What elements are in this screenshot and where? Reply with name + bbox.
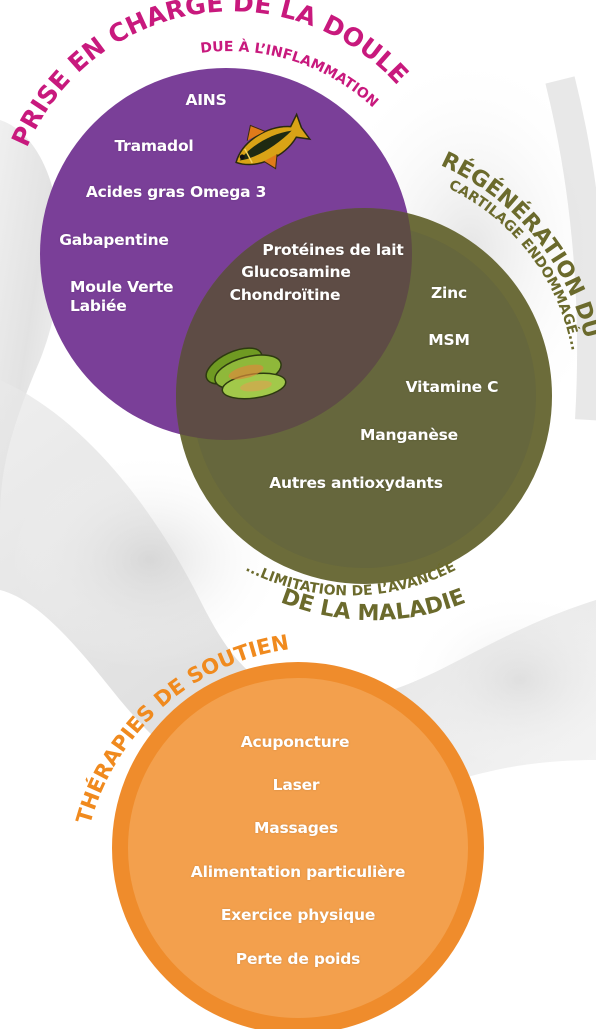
regen-item-antioxydants: Autres antioxydants <box>269 475 443 493</box>
pain-item-gabapentine: Gabapentine <box>59 232 168 250</box>
limit-subtitle: ...LIMITATION DE L’AVANCÉE <box>243 559 458 600</box>
regen-item-msm: MSM <box>428 332 469 350</box>
pain-item-moule-verte: Moule Verte Labiée <box>70 278 173 315</box>
support-item-exercice: Exercice physique <box>221 907 375 925</box>
regen-item-vitamine-c: Vitamine C <box>406 379 499 397</box>
fish-icon <box>222 110 312 182</box>
support-item-alimentation: Alimentation particulière <box>191 864 405 882</box>
regen-item-manganese: Manganèse <box>360 427 458 445</box>
support-item-acuponcture: Acuponcture <box>241 734 350 752</box>
pain-title: PRISE EN CHARGE DE LA DOULEUR <box>0 0 414 151</box>
regen-item-zinc: Zinc <box>431 285 467 303</box>
pain-item-tramadol: Tramadol <box>114 138 193 156</box>
green-mussel-icon <box>196 318 292 404</box>
support-title: THÉRAPIES DE SOUTIEN <box>72 630 291 826</box>
overlap-item-glucosamine: Glucosamine <box>241 264 350 282</box>
pain-item-ains: AINS <box>185 92 226 110</box>
pain-item-omega3: Acides gras Omega 3 <box>86 184 266 202</box>
overlap-item-proteines: Protéines de lait <box>262 242 403 260</box>
overlap-item-chondroitine: Chondroïtine <box>230 287 341 305</box>
support-item-massages: Massages <box>254 820 338 838</box>
support-item-laser: Laser <box>273 777 320 795</box>
support-item-perte-poids: Perte de poids <box>236 951 360 969</box>
